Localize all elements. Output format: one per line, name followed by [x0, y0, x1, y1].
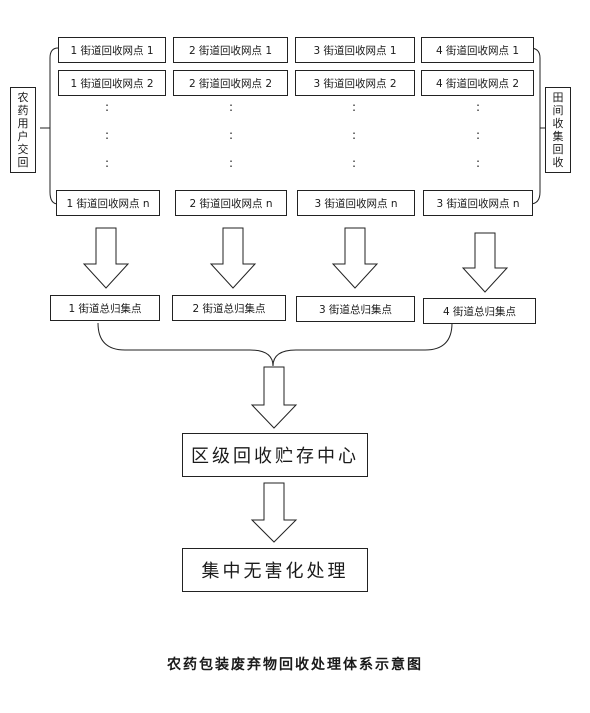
col4-hub: 4 街道总归集点 [423, 298, 536, 324]
col4-dots-2: : [476, 128, 481, 142]
col4-point-1: 4 街道回收网点 1 [421, 37, 534, 63]
left-brace [49, 47, 59, 205]
col4-point-n: 3 街道回收网点 n [423, 190, 533, 216]
diagram-caption: 农药包装废弃物回收处理体系示意图 [167, 657, 423, 673]
col2-point-n: 2 街道回收网点 n [175, 190, 287, 216]
col3-point-n: 3 街道回收网点 n [297, 190, 415, 216]
col1-point-n: 1 街道回收网点 n [56, 190, 160, 216]
arrow-down-col3 [331, 227, 379, 289]
col2-point-1: 2 街道回收网点 1 [173, 37, 288, 63]
col3-dots-1: : [352, 100, 357, 114]
col1-dots-3: : [105, 156, 110, 170]
district-storage-center: 区级回收贮存中心 [182, 433, 368, 477]
col2-dots-2: : [229, 128, 234, 142]
col4-dots-1: : [476, 100, 481, 114]
col3-dots-2: : [352, 128, 357, 142]
arrow-down-to-district [250, 366, 298, 429]
arrow-down-col4 [461, 232, 509, 293]
col1-point-2: 1 街道回收网点 2 [58, 70, 166, 96]
arrow-down-col2 [209, 227, 257, 289]
col3-point-1: 3 街道回收网点 1 [295, 37, 415, 63]
col2-dots-1: : [229, 100, 234, 114]
col2-hub: 2 街道总归集点 [172, 295, 286, 321]
arrow-down-col1 [82, 227, 130, 289]
left-label-farmer-return: 农药用户交回 [10, 87, 36, 173]
col3-dots-3: : [352, 156, 357, 170]
col2-point-2: 2 街道回收网点 2 [173, 70, 288, 96]
col4-dots-3: : [476, 156, 481, 170]
centralized-harmless-treatment: 集中无害化处理 [182, 548, 368, 592]
col2-dots-3: : [229, 156, 234, 170]
col4-point-2: 4 街道回收网点 2 [421, 70, 534, 96]
right-brace [529, 47, 541, 205]
arrow-down-to-treatment [250, 482, 298, 543]
hubs-brace [97, 322, 453, 367]
col1-dots-1: : [105, 100, 110, 114]
col3-hub: 3 街道总归集点 [296, 296, 415, 322]
col3-point-2: 3 街道回收网点 2 [295, 70, 415, 96]
col1-point-1: 1 街道回收网点 1 [58, 37, 166, 63]
col1-dots-2: : [105, 128, 110, 142]
right-label-field-collection: 田间收集回收 [545, 87, 571, 173]
col1-hub: 1 街道总归集点 [50, 295, 160, 321]
